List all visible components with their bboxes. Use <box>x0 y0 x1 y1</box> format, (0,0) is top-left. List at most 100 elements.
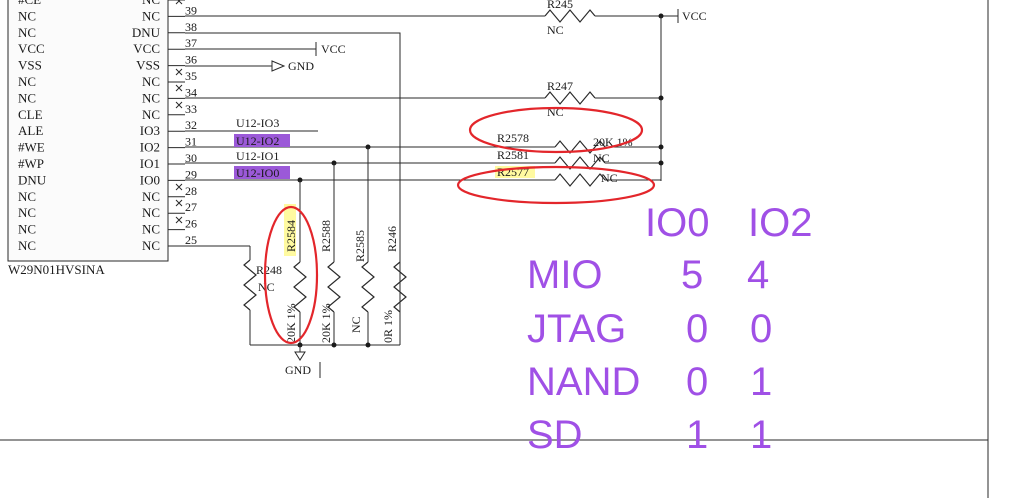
r2585-value: NC <box>349 316 363 333</box>
annotation-ellipse-r2584 <box>263 205 319 345</box>
chip-pin-number: 32 <box>185 118 197 132</box>
chip-right-pin-label: NC <box>142 74 160 89</box>
chip-left-pin-label: #WE <box>18 140 45 155</box>
r2584-ref: R2584 <box>284 220 298 252</box>
table-row-mio-mode: MIO <box>527 253 603 297</box>
annotation-ellipse-r2577 <box>456 165 656 205</box>
boot-mode-table: IO0 IO2 MIO 5 4 JTAG 0 0 NAND 0 1 SD 1 1 <box>527 201 812 457</box>
chip-right-pin-label: IO1 <box>140 156 160 171</box>
chip-pin-number: 33 <box>185 102 197 116</box>
io3-net: U12-IO3 <box>185 116 318 132</box>
gnd-label-chip: GND <box>288 59 314 73</box>
chip-right-pin-label: IO3 <box>140 123 160 138</box>
chip-pin-number: 25 <box>185 233 197 247</box>
chip-pin-number: 36 <box>185 53 197 67</box>
r245-value: NC <box>547 23 564 37</box>
chip-right-pin-label: NC <box>142 107 160 122</box>
table-row-jtag-mode: JTAG <box>527 307 626 351</box>
r248-branch: R248 NC <box>185 245 282 345</box>
chip-pin-numbers: 40393837363534333231302928272625 <box>185 0 197 247</box>
chip-right-pin-label: VSS <box>136 58 160 73</box>
table-row-sd-io0: 1 <box>686 413 708 457</box>
chip-pin-number: 34 <box>185 85 197 99</box>
r247-ref: R247 <box>547 79 573 93</box>
chip-right-pin-label: IO2 <box>140 140 160 155</box>
io0-label: U12-IO0 <box>236 166 279 180</box>
table-row-nand-io2: 1 <box>750 360 772 404</box>
table-row-mio-io2: 4 <box>747 253 769 297</box>
vcc-label-chip: VCC <box>321 42 346 56</box>
table-row-nand-mode: NAND <box>527 360 640 404</box>
chip-pin-number: 37 <box>185 36 197 50</box>
table-header-io2: IO2 <box>748 201 812 245</box>
annotation-ellipse-r2578 <box>468 106 644 154</box>
io2-label-highlight <box>234 134 290 147</box>
io2-label: U12-IO2 <box>236 134 279 148</box>
chip-left-pin-label: NC <box>18 189 36 204</box>
r2585-branch: R2585 NC <box>349 147 375 345</box>
chip-right-pin-label: NC <box>142 8 160 23</box>
no-connect-marks <box>175 0 183 224</box>
chip-left-pin-label: NC <box>18 74 36 89</box>
table-row-jtag-io2: 0 <box>750 307 772 351</box>
chip-pin-number: 31 <box>185 135 197 149</box>
table-row-nand-io0: 0 <box>686 360 708 404</box>
table-header-io0: IO0 <box>645 201 709 245</box>
chip-left-pin-label: NC <box>18 90 36 105</box>
r248-ref: R248 <box>256 263 282 277</box>
chip-left-pin-label: ALE <box>18 123 43 138</box>
r2584-value: 20K 1% <box>284 303 298 343</box>
chip-pin-number: 30 <box>185 151 197 165</box>
r2578-ref: R2578 <box>497 131 529 145</box>
chip-left-pin-label: NC <box>18 8 36 23</box>
chip-pin-stubs <box>168 0 185 247</box>
r2584-branch: R2584 20K 1% <box>284 180 307 345</box>
table-row-mio-io0: 5 <box>681 253 703 297</box>
chip-pin-number: 29 <box>185 167 197 181</box>
io2-net: U12-IO2 R2578 20K 1% <box>185 131 664 154</box>
chip-left-pin-label: #CE <box>18 0 41 7</box>
r2581-value: NC <box>593 151 610 165</box>
chip-right-pin-label: DNU <box>132 25 161 40</box>
table-row-jtag-io0: 0 <box>686 307 708 351</box>
chip-pin-number: 38 <box>185 20 197 34</box>
chip-right-pin-label: NC <box>142 222 160 237</box>
chip-right-pin-label: NC <box>142 90 160 105</box>
r246-ref: R246 <box>385 226 399 252</box>
chip-left-pin-label: #WP <box>18 156 44 171</box>
chip-pin-number: 28 <box>185 184 197 198</box>
chip-right-pin-label: NC <box>142 238 160 253</box>
io1-net: U12-IO1 R2581 NC <box>185 148 664 170</box>
annotations <box>263 106 656 345</box>
chip-pin-number: 26 <box>185 217 197 231</box>
table-row-sd-mode: SD <box>527 413 583 457</box>
table-row-sd-io2: 1 <box>750 413 772 457</box>
r2588-ref: R2588 <box>319 220 333 252</box>
vcc-label-top: VCC <box>682 9 707 23</box>
r2578-value: 20K 1% <box>593 135 633 149</box>
r246-value: 0R 1% <box>381 310 395 343</box>
chip-pin-number: 35 <box>185 69 197 83</box>
chip-left-pin-label: NC <box>18 25 36 40</box>
r245-ref: R245 <box>547 0 573 11</box>
vcc-symbol-chip: VCC <box>185 42 346 56</box>
chip-right-pin-label: NC <box>142 189 160 204</box>
chip-right-pin-label: IO0 <box>140 172 160 187</box>
nand-flash-chip: #CENCNCVCCVSSNCNCCLEALE#WE#WPDNUNCNCNCNC… <box>7 0 197 277</box>
r246-branch: R246 0R 1% <box>381 226 407 343</box>
gnd-symbol-chip: GND <box>185 59 314 73</box>
chip-right-pin-label: VCC <box>133 41 160 56</box>
chip-left-pin-label: VCC <box>18 41 45 56</box>
r247-branch: R247 NC <box>185 79 664 119</box>
chip-left-pin-label: NC <box>18 222 36 237</box>
r2577-value: NC <box>601 171 618 185</box>
chip-right-pin-label: NC <box>142 0 160 7</box>
ground-bus: GND <box>250 342 400 378</box>
io1-label: U12-IO1 <box>236 149 279 163</box>
r2581-ref: R2581 <box>497 148 529 162</box>
dnu-wire <box>185 32 401 345</box>
chip-left-pin-label: NC <box>18 238 36 253</box>
gnd-label-bottom: GND <box>285 363 311 377</box>
